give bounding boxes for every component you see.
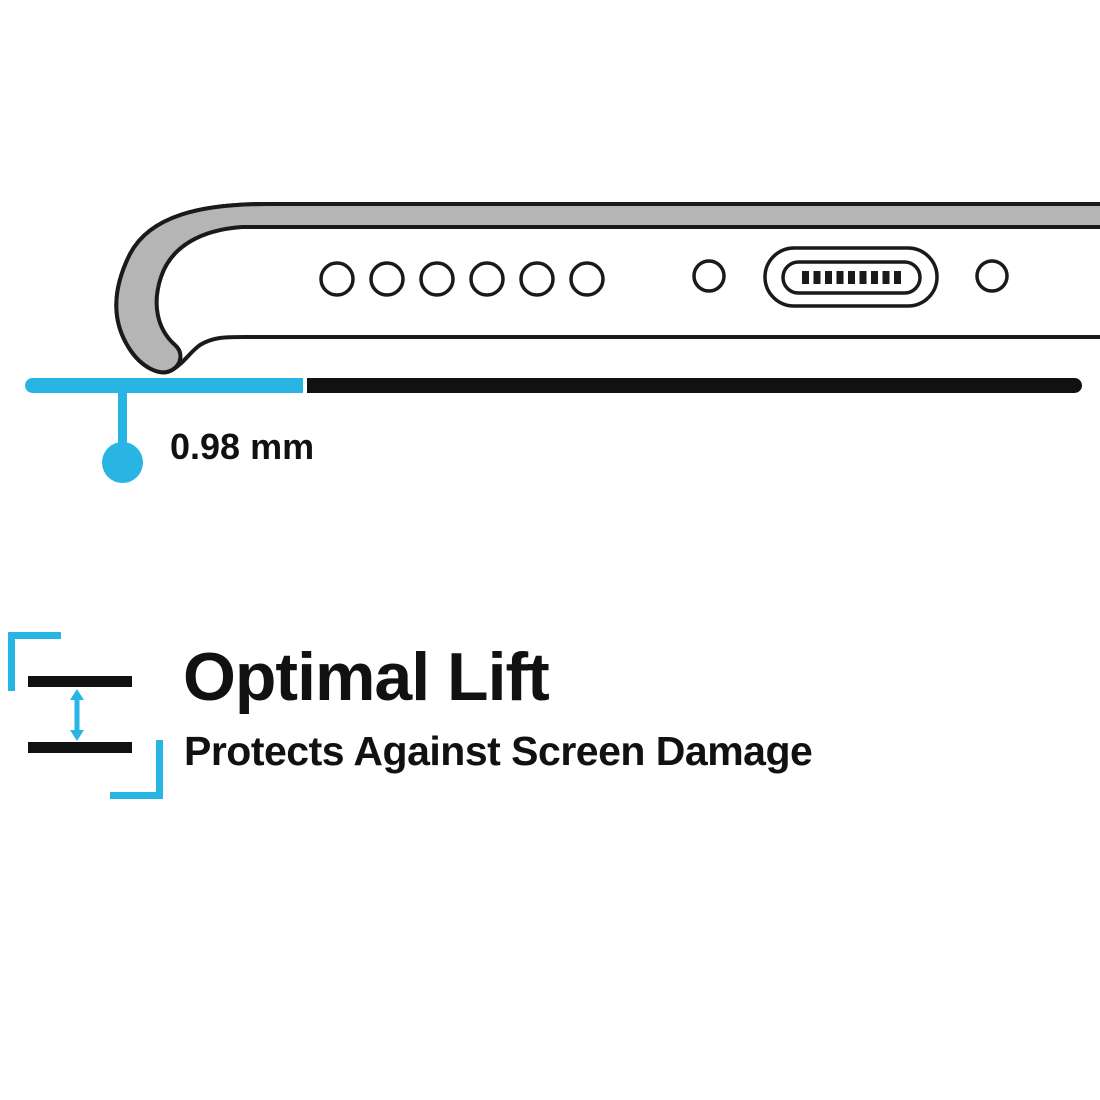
bracket-top-left-icon bbox=[8, 632, 61, 691]
screw-left bbox=[692, 259, 726, 293]
vertical-double-arrow-icon bbox=[70, 689, 84, 741]
speaker-hole bbox=[569, 261, 605, 297]
speaker-hole bbox=[519, 261, 555, 297]
measurement-stem bbox=[118, 392, 127, 447]
measurement-label: 0.98 mm bbox=[170, 426, 315, 467]
speaker-hole bbox=[369, 261, 405, 297]
phone-body-outline bbox=[114, 202, 1100, 375]
feature-title: Optimal Lift bbox=[183, 639, 550, 715]
surface-line-accent bbox=[25, 378, 303, 393]
speaker-hole bbox=[319, 261, 355, 297]
speaker-hole bbox=[469, 261, 505, 297]
surface-line-black bbox=[307, 378, 1082, 393]
measurement-dot bbox=[102, 442, 143, 483]
lift-bar-bottom bbox=[28, 742, 132, 753]
case-lip bbox=[114, 202, 1100, 375]
screw-right bbox=[975, 259, 1009, 293]
phone-illustration bbox=[114, 202, 1100, 375]
bracket-bottom-right-icon bbox=[110, 740, 163, 799]
feature-subtitle: Protects Against Screen Damage bbox=[184, 728, 813, 774]
charging-port-pins bbox=[802, 271, 901, 284]
speaker-hole bbox=[419, 261, 455, 297]
lift-bar-top bbox=[28, 676, 132, 687]
